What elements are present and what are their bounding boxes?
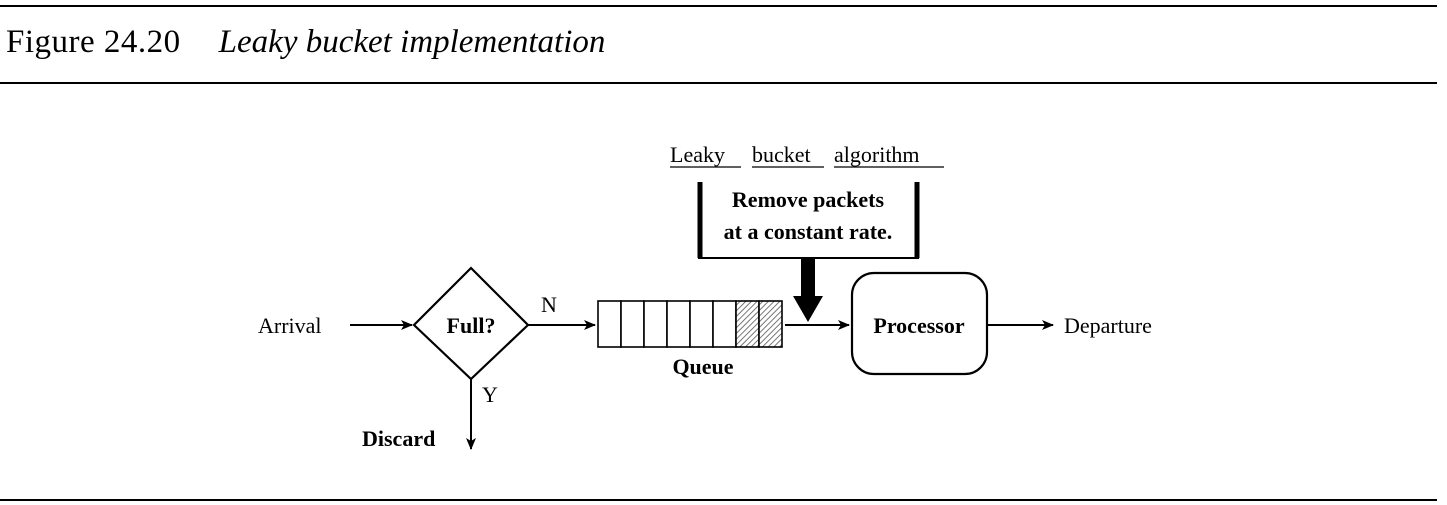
- discard-label: Discard: [362, 426, 435, 451]
- remove-arrow: [793, 258, 823, 322]
- algorithm-text-line2: at a constant rate.: [724, 219, 893, 244]
- arrival-label: Arrival: [258, 313, 322, 338]
- figure-caption: Figure 24.20 Leaky bucket implementation: [6, 26, 605, 59]
- queue-label: Queue: [672, 354, 733, 379]
- algorithm-word-2: bucket: [752, 142, 811, 167]
- queue-slot-empty: [689, 300, 714, 348]
- no-label: N: [541, 292, 557, 317]
- top-rule: [0, 5, 1437, 7]
- algorithm-word-1: Leaky: [670, 142, 725, 167]
- remove-arrow-head: [793, 296, 823, 322]
- decision-diamond: Full?: [412, 266, 530, 381]
- queue-slot-empty: [597, 300, 622, 348]
- figure-title: Leaky bucket implementation: [218, 24, 606, 60]
- remove-arrow-shaft: [801, 258, 815, 298]
- algorithm-text-line1: Remove packets: [732, 187, 885, 212]
- caption-rule: [0, 82, 1437, 84]
- queue: [597, 300, 783, 348]
- algorithm-box: Remove packets at a constant rate.: [697, 182, 920, 259]
- queue-slot-empty: [712, 300, 737, 348]
- algorithm-label: Leaky bucket algorithm: [670, 142, 944, 168]
- queue-slot-filled: [758, 300, 783, 348]
- queue-slot-empty: [643, 300, 668, 348]
- processor-box: Processor: [850, 271, 989, 376]
- decision-label: Full?: [447, 313, 496, 338]
- departure-label: Departure: [1064, 313, 1152, 338]
- queue-slot-filled: [735, 300, 760, 348]
- processor-label: Processor: [873, 313, 964, 338]
- queue-slot-empty: [620, 300, 645, 348]
- queue-slot-empty: [666, 300, 691, 348]
- bottom-rule: [0, 499, 1437, 501]
- algorithm-word-3: algorithm: [834, 142, 920, 167]
- figure-number: Figure 24.20: [6, 24, 181, 60]
- yes-label: Y: [482, 382, 498, 407]
